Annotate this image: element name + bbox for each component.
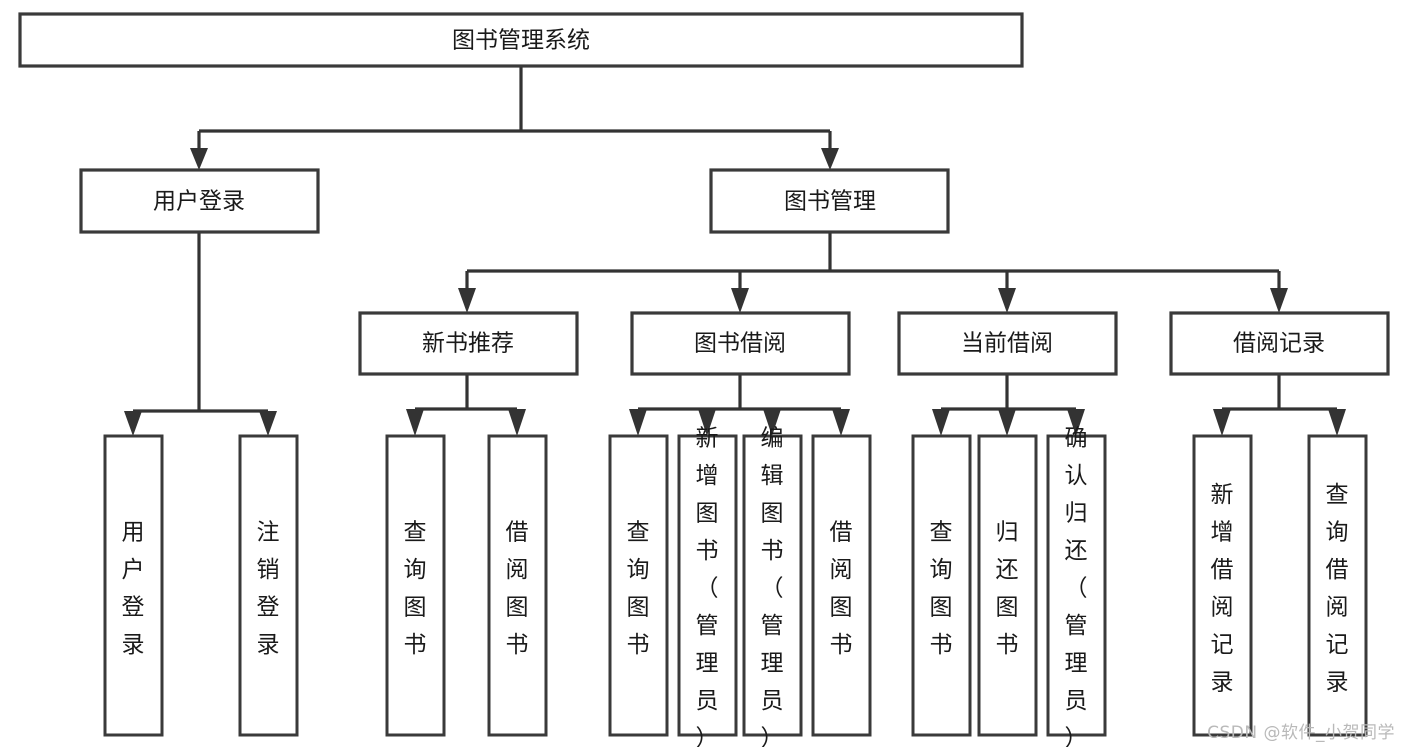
leaf-user-login-box[interactable] (103, 434, 164, 737)
node-book-borrow-box[interactable] (630, 311, 851, 376)
node-new-book-recommend-label: 新书推荐 (422, 331, 514, 357)
leaf-query-book-2[interactable]: 查询图书 (608, 434, 669, 737)
node-root-box[interactable] (18, 12, 1024, 68)
leaf-confirm-return-admin-box[interactable] (1046, 434, 1107, 737)
leaf-query-borrow-record-label: 查询借阅记录 (1326, 482, 1349, 696)
leaf-borrow-book-2-box[interactable] (811, 434, 872, 737)
leaf-query-book-1-label: 查询图书 (404, 519, 427, 658)
leaf-borrow-book-1[interactable]: 借阅图书 (487, 434, 548, 737)
leaf-add-book-admin[interactable]: 新增图书（管理员） (677, 426, 738, 747)
node-new-book-recommend[interactable]: 新书推荐 (358, 311, 579, 376)
leaf-query-book-1[interactable]: 查询图书 (385, 434, 446, 737)
leaf-add-borrow-record-box[interactable] (1192, 434, 1253, 737)
node-book-borrow[interactable]: 图书借阅 (630, 311, 851, 376)
node-user-login[interactable]: 用户登录 (79, 168, 320, 234)
watermark-text: CSDN @软件_小贺同学 (1207, 723, 1395, 743)
arrow-head-leaf-edit-book-admin (763, 409, 781, 436)
node-new-book-recommend-box[interactable] (358, 311, 579, 376)
leaf-return-book-box[interactable] (977, 434, 1038, 737)
arrow-head-leaf-logout-login (259, 411, 277, 436)
leaf-add-borrow-record[interactable]: 新增借阅记录 (1192, 434, 1253, 737)
arrow-head-leaf-add-borrow-record (1213, 409, 1231, 436)
node-borrow-record[interactable]: 借阅记录 (1169, 311, 1390, 376)
leaf-query-book-3[interactable]: 查询图书 (911, 434, 972, 737)
leaf-confirm-return-admin[interactable]: 确认归还（管理员） (1046, 426, 1107, 747)
leaf-logout-login-label: 注销登录 (257, 519, 280, 658)
node-current-borrow-label: 当前借阅 (961, 331, 1053, 357)
leaf-borrow-book-1-label: 借阅图书 (506, 519, 529, 658)
leaf-edit-book-admin-box[interactable] (742, 434, 803, 737)
node-borrow-record-box[interactable] (1169, 311, 1390, 376)
arrow-head-current-borrow (998, 288, 1016, 313)
leaf-confirm-return-admin-label: 确认归还（管理员） (1065, 426, 1088, 747)
arrow-head-user-login (190, 148, 208, 170)
leaf-borrow-book-2[interactable]: 借阅图书 (811, 434, 872, 737)
node-book-management-box[interactable] (709, 168, 950, 234)
arrow-head-leaf-borrow-book-1 (508, 409, 526, 436)
node-current-borrow[interactable]: 当前借阅 (897, 311, 1118, 376)
node-book-borrow-label: 图书借阅 (694, 331, 786, 357)
leaf-user-login[interactable]: 用户登录 (103, 434, 164, 737)
node-borrow-record-label: 借阅记录 (1233, 331, 1325, 357)
leaf-return-book[interactable]: 归还图书 (977, 434, 1038, 737)
arrow-head-leaf-borrow-book-2 (832, 409, 850, 436)
leaf-add-borrow-record-label: 新增借阅记录 (1211, 482, 1234, 696)
arrow-head-book-borrow (731, 288, 749, 313)
leaf-query-book-1-box[interactable] (385, 434, 446, 737)
node-user-login-box[interactable] (79, 168, 320, 234)
edges-layer (124, 66, 1346, 436)
node-root-label: 图书管理系统 (452, 28, 590, 54)
leaf-user-login-label: 用户登录 (122, 519, 145, 658)
arrow-head-leaf-query-book-1 (406, 409, 424, 436)
node-root[interactable]: 图书管理系统 (18, 12, 1024, 68)
arrow-head-book-management (821, 148, 839, 170)
node-book-management[interactable]: 图书管理 (709, 168, 950, 234)
arrow-head-leaf-add-book-admin (698, 409, 716, 436)
leaf-query-borrow-record-box[interactable] (1307, 434, 1368, 737)
leaf-query-book-3-label: 查询图书 (930, 519, 953, 658)
leaf-query-book-2-label: 查询图书 (627, 519, 650, 658)
arrow-head-borrow-record (1270, 288, 1288, 313)
leaf-edit-book-admin-label: 编辑图书（管理员） (761, 426, 784, 747)
arrow-head-leaf-user-login (124, 411, 142, 436)
leaf-borrow-book-1-box[interactable] (487, 434, 548, 737)
arrow-head-leaf-return-book (998, 409, 1016, 436)
leaf-add-book-admin-box[interactable] (677, 434, 738, 737)
leaf-borrow-book-2-label: 借阅图书 (830, 519, 853, 658)
leaf-add-book-admin-label: 新增图书（管理员） (696, 426, 719, 747)
arrow-head-leaf-query-book-3 (932, 409, 950, 436)
leaf-edit-book-admin[interactable]: 编辑图书（管理员） (742, 426, 803, 747)
leaf-logout-login[interactable]: 注销登录 (238, 434, 299, 737)
arrow-head-leaf-confirm-return-admin (1067, 409, 1085, 436)
arrow-head-leaf-query-book-2 (629, 409, 647, 436)
leaf-return-book-label: 归还图书 (996, 519, 1019, 658)
leaf-query-book-3-box[interactable] (911, 434, 972, 737)
leaf-logout-login-box[interactable] (238, 434, 299, 737)
arrow-head-leaf-query-borrow-record (1328, 409, 1346, 436)
arrow-head-new-book-recommend (458, 288, 476, 313)
node-book-management-label: 图书管理 (784, 189, 876, 215)
leaf-query-borrow-record[interactable]: 查询借阅记录 (1307, 434, 1368, 737)
leaf-query-book-2-box[interactable] (608, 434, 669, 737)
node-user-login-label: 用户登录 (153, 189, 245, 215)
node-current-borrow-box[interactable] (897, 311, 1118, 376)
